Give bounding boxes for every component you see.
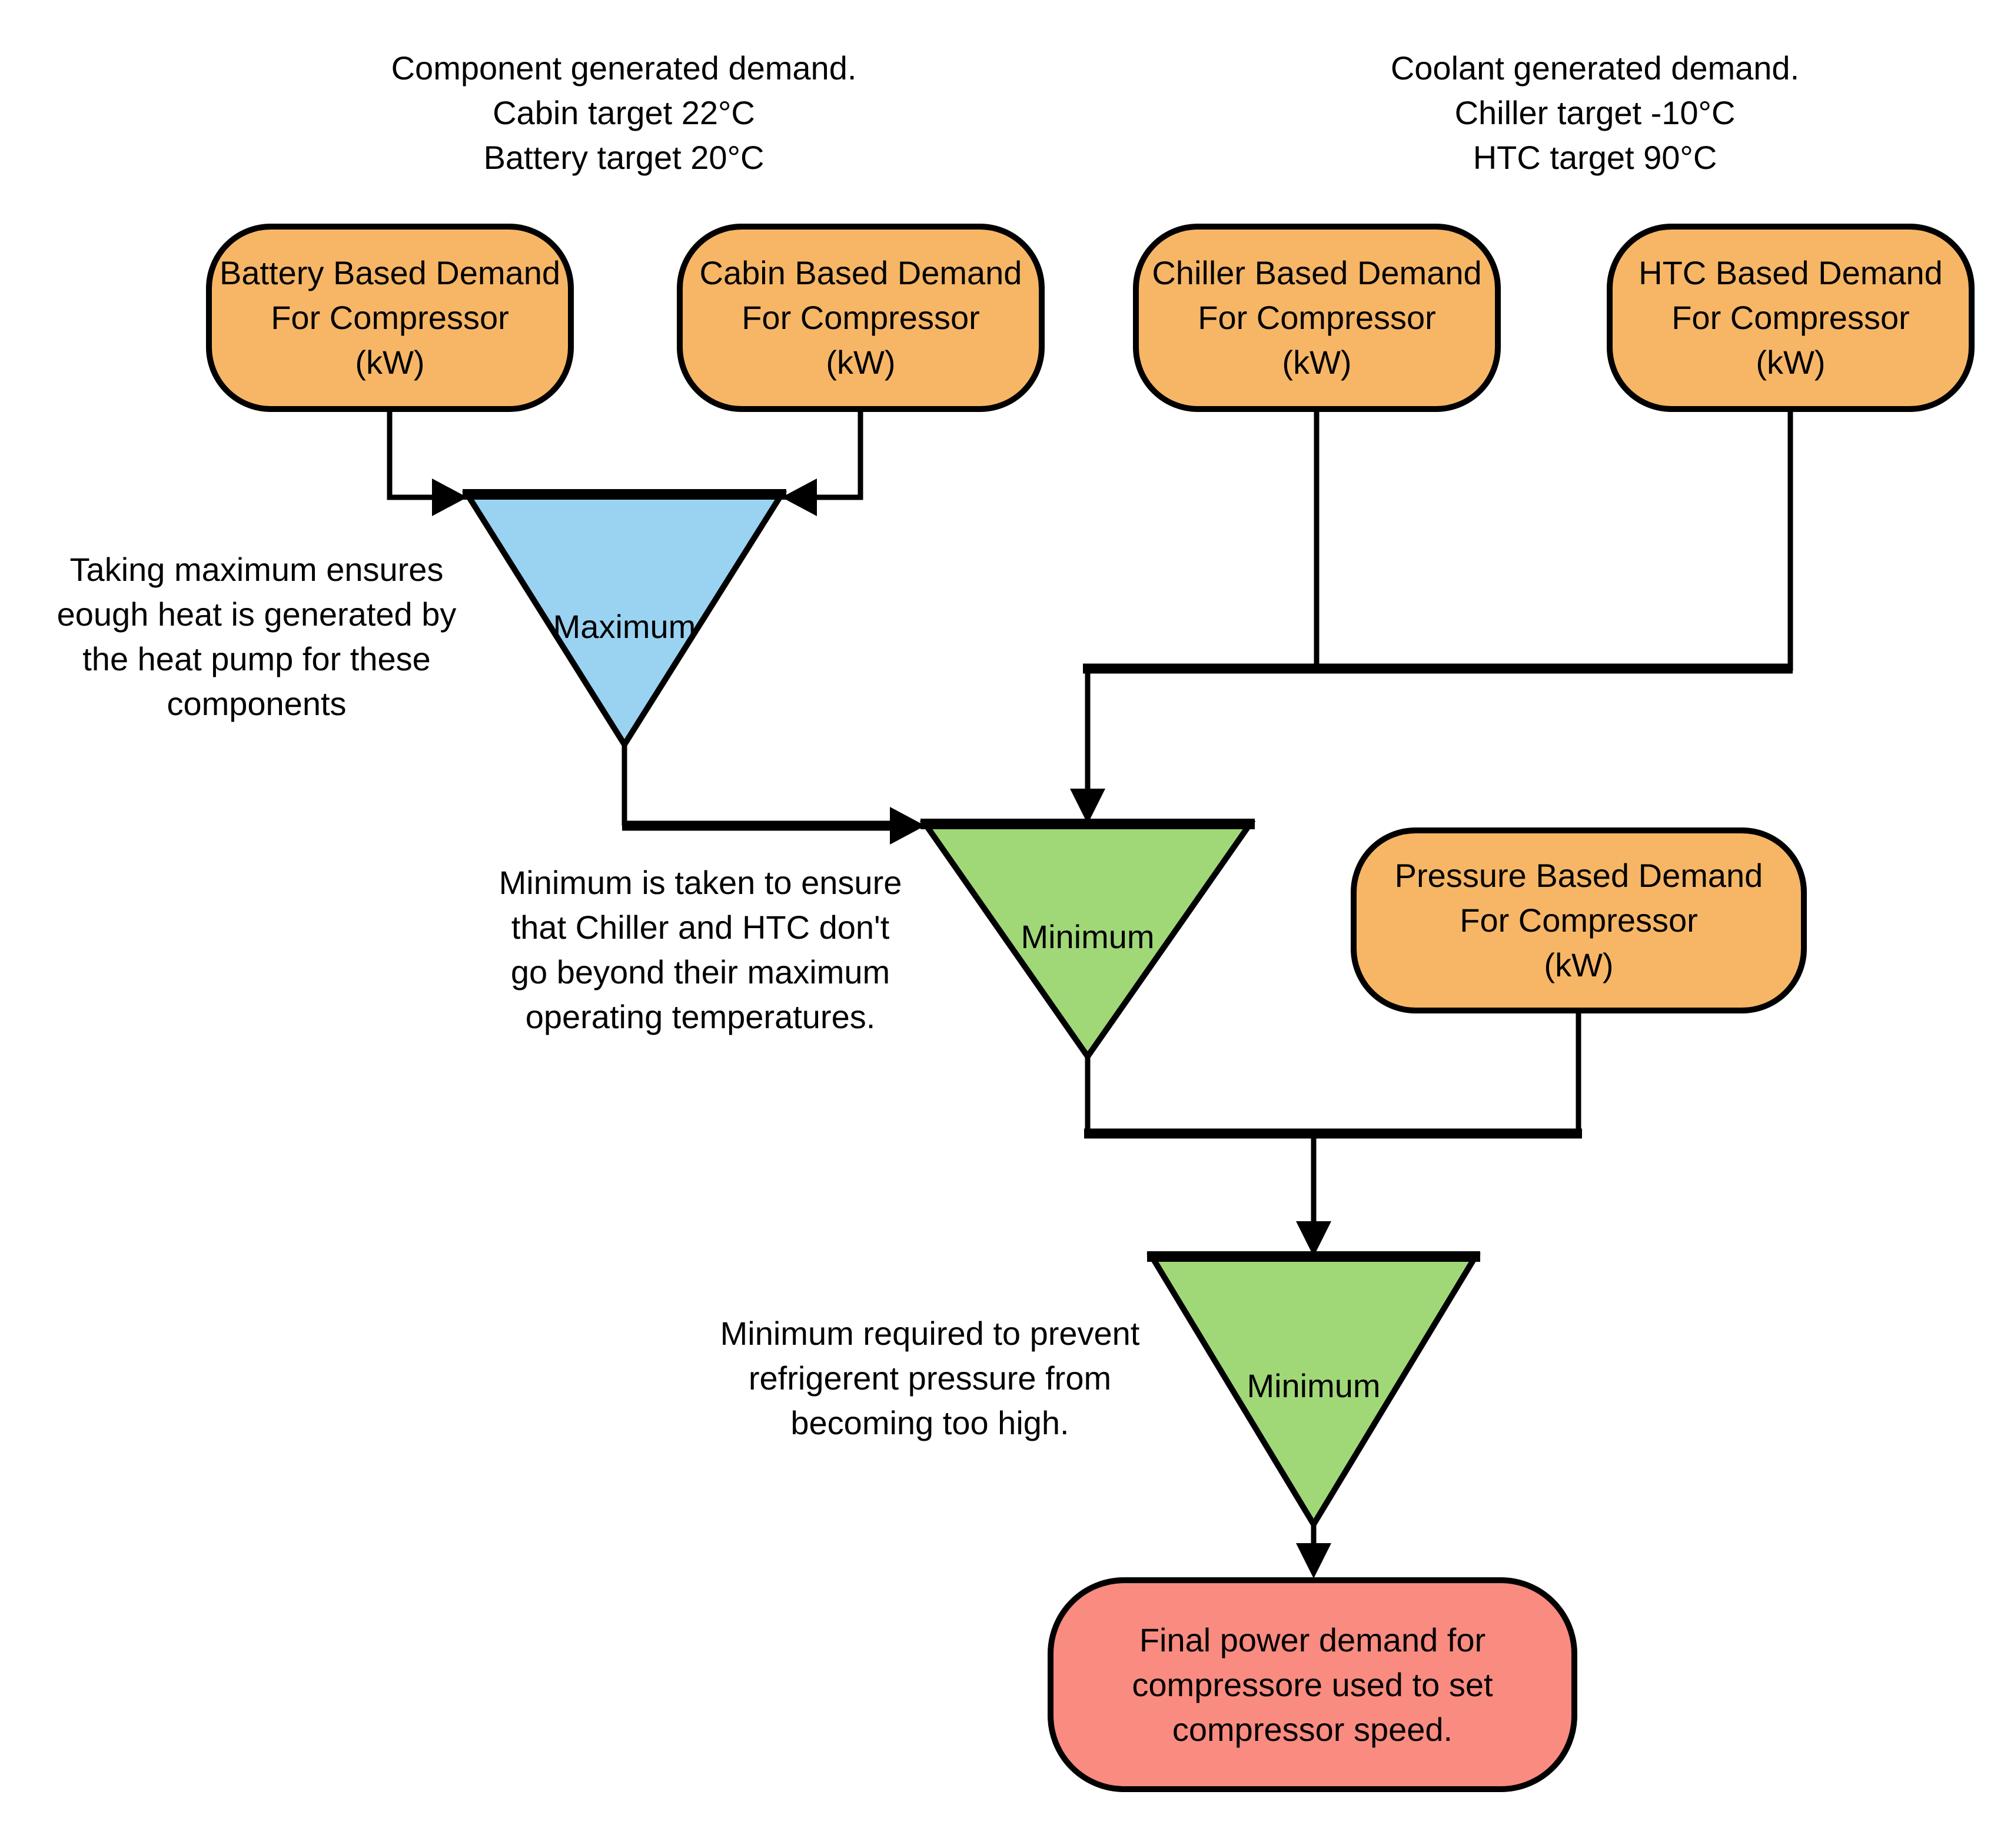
maximum-explanation-note: Taking maximum ensures eough heat is gen… — [57, 551, 457, 722]
maximum-operator-label: Maximum — [553, 608, 696, 645]
arrowhead-left-icon — [782, 478, 817, 516]
minimum1-operator-label: Minimum — [1021, 918, 1155, 955]
minimum2-operator-label: Minimum — [1247, 1367, 1381, 1404]
coolant-demand-note: Coolant generated demand. Chiller target… — [1390, 49, 1800, 176]
cabin-to-maximum-connector — [817, 412, 863, 500]
minimum1-explanation-note: Minimum is taken to ensure that Chiller … — [498, 864, 902, 1035]
component-demand-note: Component generated demand. Cabin target… — [391, 49, 857, 176]
arrowhead-down-icon — [1296, 1543, 1331, 1578]
battery-to-maximum-connector — [387, 412, 436, 500]
arrowhead-down-icon — [1070, 789, 1105, 824]
arrowhead-down-icon — [1296, 1221, 1331, 1257]
htc-demand-node: HTC Based Demand For Compressor (kW) — [1607, 224, 1975, 412]
minimum2-explanation-note: Minimum required to prevent refrigerent … — [720, 1315, 1140, 1441]
battery-demand-node: Battery Based Demand For Compressor (kW) — [206, 224, 574, 412]
arrowhead-right-icon — [432, 478, 467, 516]
final-power-demand-node: Final power demand for compressore used … — [1048, 1577, 1577, 1792]
pressure-demand-node: Pressure Based Demand For Compressor (kW… — [1351, 827, 1807, 1013]
chiller-demand-node: Chiller Based Demand For Compressor (kW) — [1133, 224, 1501, 412]
cabin-demand-node: Cabin Based Demand For Compressor (kW) — [677, 224, 1045, 412]
arrowhead-right-icon — [890, 807, 925, 845]
